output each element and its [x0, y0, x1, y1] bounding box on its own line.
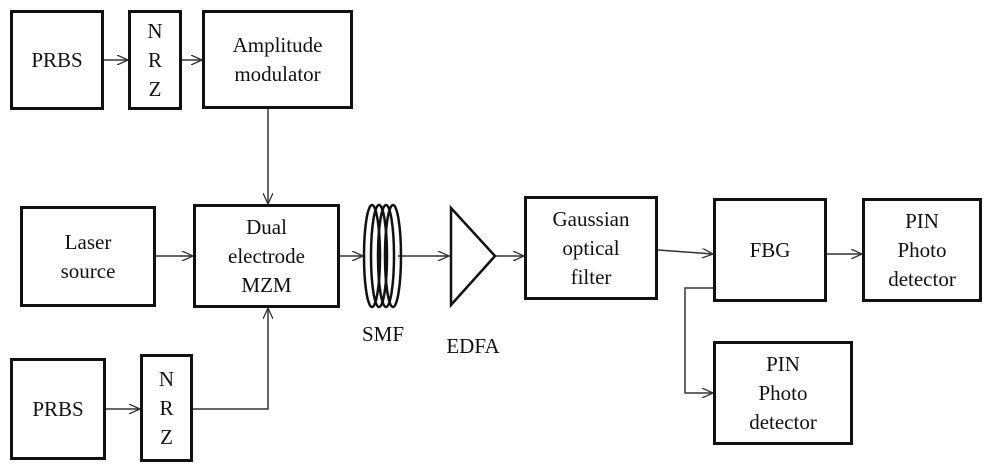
laser-source-block: Laser source: [20, 206, 156, 307]
amplitude-modulator-block: Amplitude modulator: [202, 10, 353, 109]
nrz-top-block: N R Z: [128, 10, 182, 110]
pin-bottom-line-2: Photo: [758, 380, 808, 405]
fbg-block: FBG: [713, 198, 827, 302]
arrow-fbg-to-pin-bottom: [684, 287, 713, 393]
pin-right-line-3: detector: [888, 266, 956, 291]
pin-bottom-line-1: PIN: [766, 351, 800, 376]
edfa-label: EDFA: [446, 334, 500, 358]
nrz-top-letter-r: R: [147, 47, 162, 72]
arrow-gaussian-filter-to-fbg: [657, 250, 713, 254]
nrz-bottom-letter-r: R: [159, 395, 174, 420]
mzm-line-3: MZM: [241, 272, 292, 297]
mzm-block: Dual electrode MZM: [193, 204, 340, 308]
laser-source-line-2: source: [60, 258, 116, 283]
prbs-top-label: PRBS: [31, 47, 83, 72]
gaussian-filter-line-1: Gaussian: [552, 206, 630, 231]
arrow-nrz-bottom-to-mzm: [193, 308, 268, 410]
laser-source-line-1: Laser: [64, 229, 112, 254]
edfa-amplifier-icon: [449, 204, 497, 309]
amplitude-modulator-line-2: modulator: [234, 61, 321, 86]
pin-detector-right-block: PIN Photo detector: [862, 198, 982, 302]
nrz-bottom-letter-n: N: [158, 366, 175, 391]
nrz-top-letter-n: N: [147, 18, 163, 43]
nrz-bottom-letter-z: Z: [160, 424, 173, 449]
gaussian-filter-line-3: filter: [570, 264, 612, 289]
mzm-line-2: electrode: [228, 243, 305, 268]
fbg-label: FBG: [749, 237, 791, 262]
gaussian-filter-block: Gaussian optical filter: [524, 196, 658, 300]
nrz-top-letter-z: Z: [148, 76, 162, 101]
pin-detector-bottom-block: PIN Photo detector: [713, 341, 853, 445]
smf-coil-icon: [362, 203, 403, 309]
nrz-bottom-block: N R Z: [140, 354, 193, 462]
pin-bottom-line-3: detector: [749, 409, 817, 434]
amplitude-modulator-line-1: Amplitude: [232, 32, 323, 57]
smf-label: SMF: [361, 322, 405, 346]
mzm-line-1: Dual: [246, 214, 287, 239]
prbs-bottom-block: PRBS: [10, 358, 106, 460]
prbs-top-block: PRBS: [10, 10, 104, 110]
pin-right-line-1: PIN: [905, 208, 939, 233]
pin-right-line-2: Photo: [897, 237, 947, 262]
gaussian-filter-line-2: optical: [562, 235, 620, 260]
prbs-bottom-label: PRBS: [32, 396, 84, 421]
